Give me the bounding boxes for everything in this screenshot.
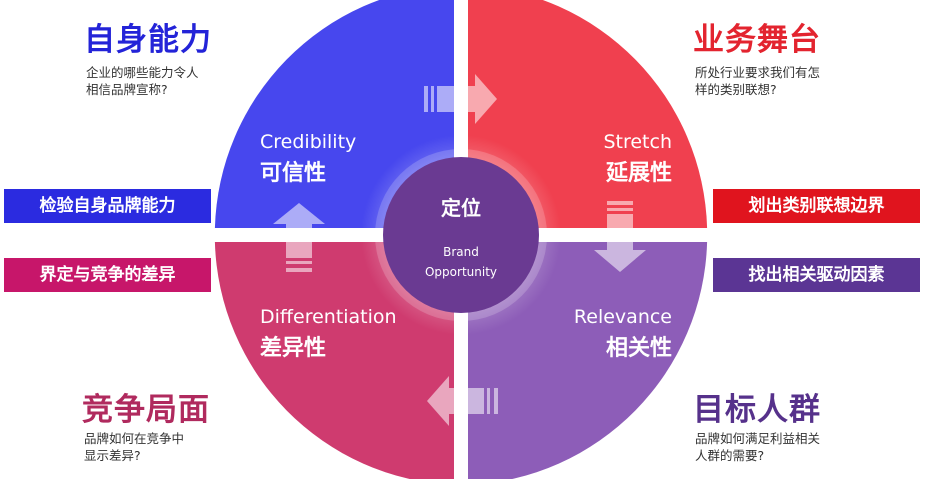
corner-title-capability: 自身能力 — [84, 22, 212, 58]
corner-title-business-arena: 业务舞台 — [693, 22, 821, 58]
arrow-up-icon — [273, 203, 325, 272]
tag-relevance-drivers: 找出相关驱动因素 — [713, 258, 920, 292]
quadrant-stretch-en: Stretch — [603, 131, 672, 153]
center-circle — [383, 157, 539, 313]
center-subtitle-line2: Opportunity — [425, 265, 497, 279]
quadrant-differentiation-zh: 差异性 — [260, 335, 326, 361]
corner-subtitle-target-group: 品牌如何满足利益相关 人群的需要? — [695, 431, 821, 463]
quadrant-stretch-zh: 延展性 — [605, 161, 672, 186]
arrow-down-icon — [594, 201, 646, 272]
center-subtitle-line1: Brand — [443, 245, 479, 259]
tag-category-association-boundary: 划出类别联想边界 — [713, 189, 920, 223]
corner-title-competition: 竞争局面 — [82, 392, 210, 428]
quadrant-credibility-zh: 可信性 — [260, 160, 326, 186]
quadrant-differentiation-en: Differentiation — [260, 306, 397, 328]
corner-subtitle-business-arena: 所处行业要求我们有怎 样的类别联想? — [695, 65, 821, 97]
quadrant-relevance-zh: 相关性 — [606, 336, 672, 361]
corner-subtitle-capability: 企业的哪些能力令人 相信品牌宣称? — [86, 65, 199, 97]
tag-define-competitive-difference: 界定与竞争的差异 — [4, 258, 211, 292]
quadrant-credibility-en: Credibility — [260, 131, 356, 153]
tag-test-brand-capability: 检验自身品牌能力 — [4, 189, 211, 223]
center-title: 定位 — [441, 196, 481, 220]
corner-title-target-group: 目标人群 — [693, 392, 821, 428]
arrow-left-icon — [427, 376, 498, 426]
corner-subtitle-competition: 品牌如何在竞争中 显示差异? — [84, 431, 185, 463]
quadrant-relevance-en: Relevance — [574, 306, 672, 328]
arrow-right-icon — [424, 74, 497, 124]
